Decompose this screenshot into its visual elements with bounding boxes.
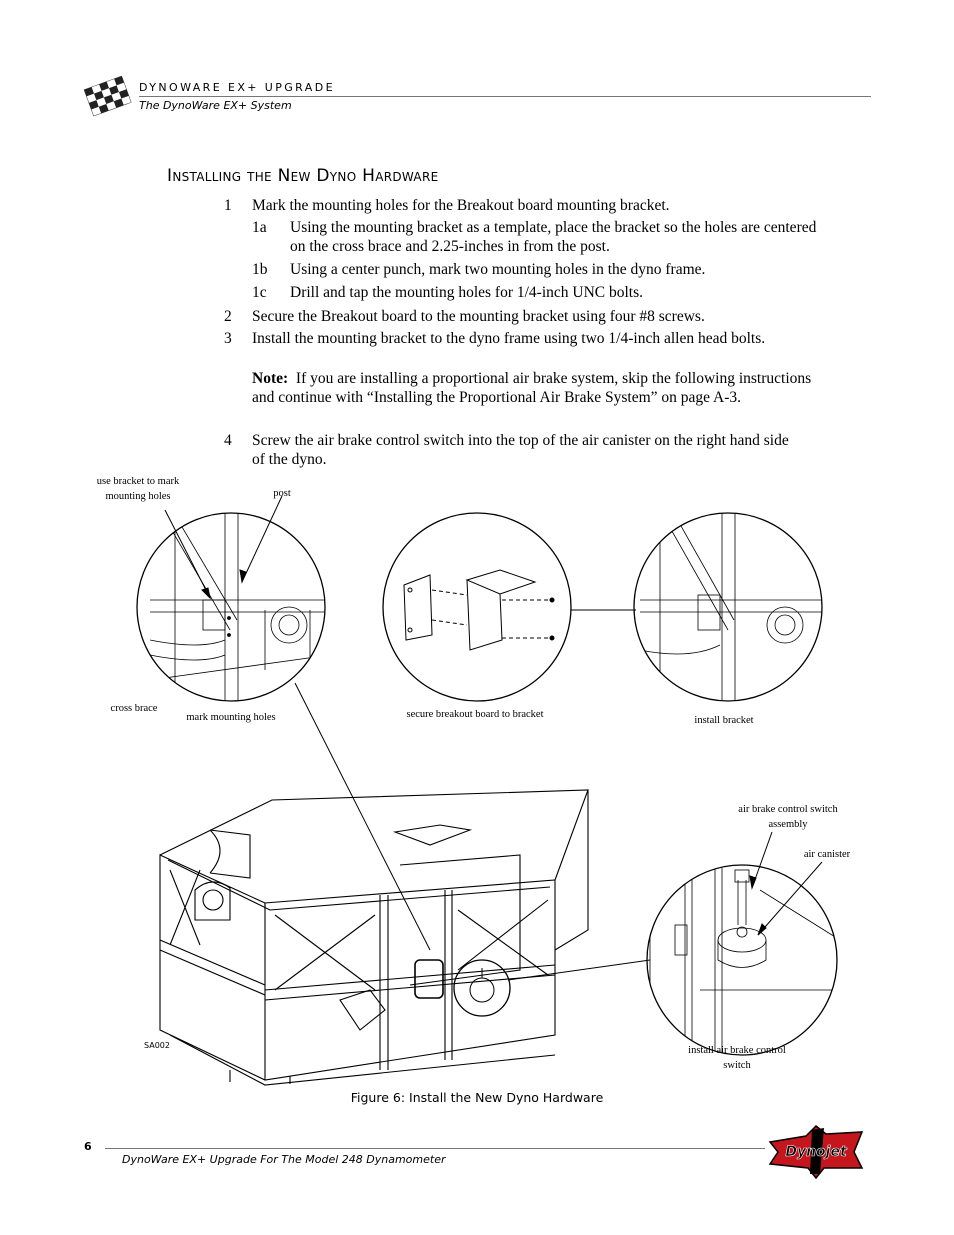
- step-number: 1c: [252, 284, 267, 301]
- step-number: 1a: [252, 219, 267, 236]
- step-number: 1: [224, 197, 232, 214]
- page-number: 6: [84, 1140, 92, 1153]
- detail-circle-bracket-location: [136, 512, 326, 702]
- footer-text: DynoWare EX+ Upgrade For The Model 248 D…: [122, 1153, 446, 1166]
- footer-divider: [105, 1148, 765, 1149]
- section-title: Installing the New Dyno Hardware: [167, 166, 439, 186]
- dynojet-logo: Dynojet: [768, 1124, 864, 1180]
- label-secure-board: secure breakout board to bracket: [406, 709, 544, 720]
- figure-caption: Figure 6: Install the New Dyno Hardware: [350, 1090, 604, 1105]
- step-text: Using a center punch, mark two mounting …: [290, 261, 706, 278]
- label-install-switch: install air brake control switch: [688, 1045, 786, 1071]
- step-number: 1b: [252, 261, 268, 278]
- dyno-hardware-illustration: [136, 495, 838, 1086]
- note-label: Note:: [252, 370, 289, 387]
- note-text: If you are installing a proportional air…: [252, 370, 812, 406]
- logo-text: Dynojet: [785, 1144, 848, 1160]
- step-text: Screw the air brake control switch into …: [252, 432, 789, 468]
- step-text: Mark the mounting holes for the Breakout…: [252, 197, 670, 214]
- checkered-flag-icon: [83, 75, 132, 117]
- header-subtitle: The DynoWare EX+ System: [139, 99, 292, 112]
- label-install-bracket: install bracket: [694, 715, 754, 726]
- label-mark-holes: mark mounting holes: [186, 712, 276, 723]
- label-air-canister: air canister: [803, 849, 851, 860]
- header-title: DYNOWARE EX+ UPGRADE: [139, 81, 335, 94]
- detail-circle-air-canister: [646, 864, 838, 1056]
- step-text: Install the mounting bracket to the dyno…: [252, 330, 766, 347]
- step-number: 4: [224, 432, 232, 449]
- detail-circle-breakout-board: [382, 512, 572, 702]
- detail-circle-switch-small: [453, 959, 511, 1017]
- note-block: Note: If you are installing a proportion…: [252, 369, 817, 407]
- dyno-machine: [159, 789, 589, 1086]
- step-number: 2: [224, 308, 232, 325]
- header-divider: [139, 96, 871, 97]
- detail-circle-bracket-installed: [633, 512, 823, 702]
- drawing-id: SA002: [144, 1041, 170, 1050]
- label-use-bracket: use bracket to mark mounting holes: [96, 476, 180, 502]
- label-switch-assembly: air brake control switch assembly: [738, 804, 838, 830]
- label-post: post: [273, 488, 291, 499]
- step-text: Secure the Breakout board to the mountin…: [252, 308, 705, 325]
- label-cross-brace: cross brace: [110, 703, 158, 714]
- step-text: Drill and tap the mounting holes for 1/4…: [290, 284, 644, 301]
- step-number: 3: [224, 330, 232, 347]
- step-text: Using the mounting bracket as a template…: [290, 219, 817, 255]
